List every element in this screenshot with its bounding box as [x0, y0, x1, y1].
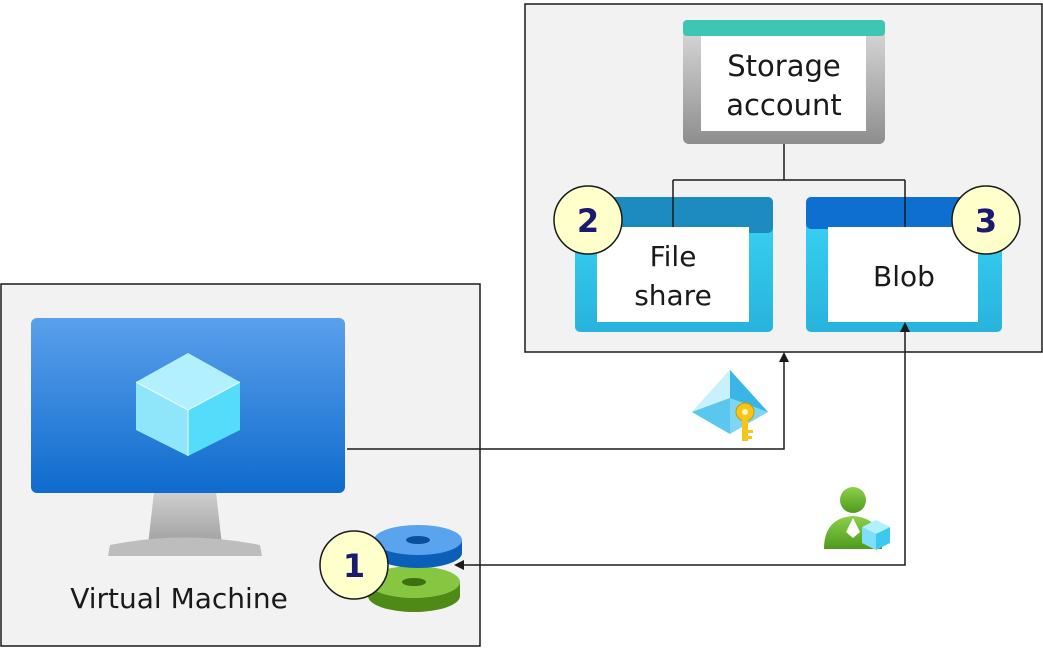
badge-1-number: 1: [343, 547, 365, 585]
active-directory-key-icon: [692, 370, 768, 441]
virtual-machine-icon[interactable]: [31, 318, 345, 556]
managed-disk-icon[interactable]: [368, 525, 462, 612]
vm-to-storage-arrow: [347, 352, 789, 450]
storage-account-node[interactable]: Storage account: [683, 20, 885, 144]
file-share-node[interactable]: File share: [575, 197, 773, 332]
file-share-label-line2: share: [634, 279, 712, 312]
storage-account-label-line1: Storage: [727, 49, 840, 83]
badge-2: 2: [553, 185, 623, 255]
badge-2-number: 2: [577, 202, 599, 240]
badge-1: 1: [319, 530, 389, 600]
blob-label: Blob: [873, 260, 935, 293]
storage-connectors: [673, 144, 905, 181]
child-connectors: [672, 180, 906, 227]
blob-to-disk-arrow: [454, 322, 910, 570]
managed-identity-icon: [824, 487, 890, 550]
vm-label: Virtual Machine: [70, 582, 288, 615]
storage-account-label-line2: account: [726, 88, 842, 122]
badge-3: 3: [951, 185, 1021, 255]
badge-3-number: 3: [975, 202, 997, 240]
file-share-label-line1: File: [650, 240, 697, 273]
